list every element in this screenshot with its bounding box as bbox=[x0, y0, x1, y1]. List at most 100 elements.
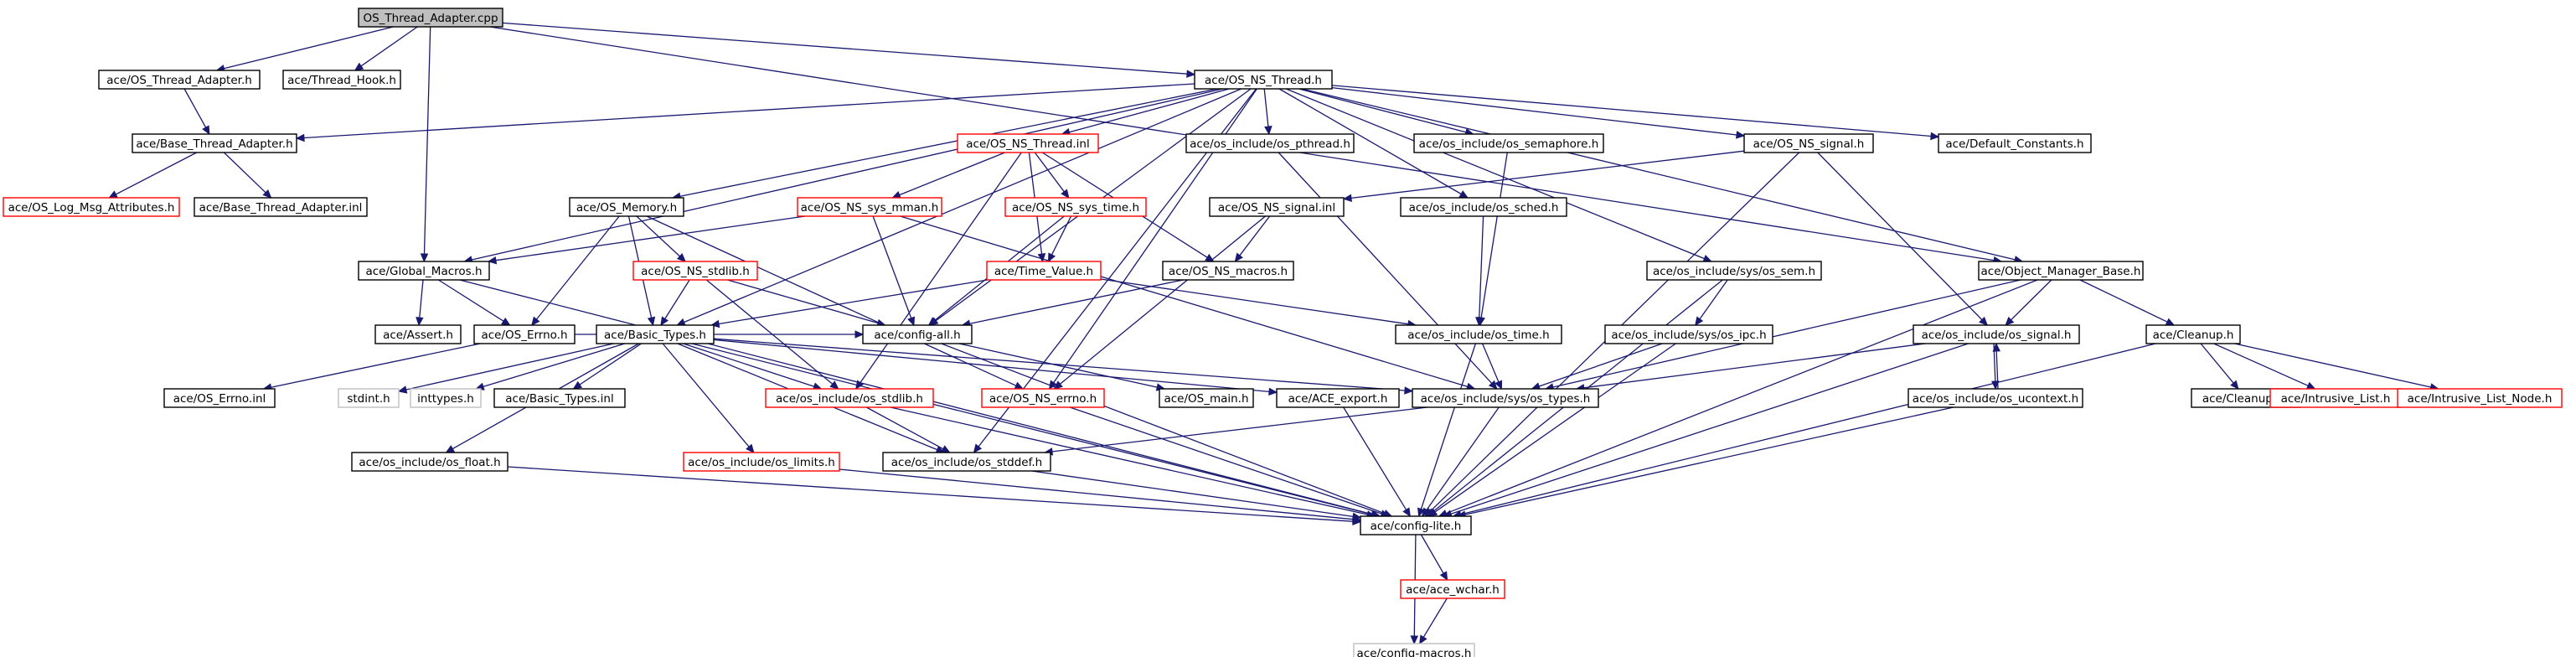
edge-line bbox=[1051, 406, 1427, 453]
node-box bbox=[957, 133, 1099, 153]
node-nsthread[interactable]: ace/OS_NS_Thread.h bbox=[1194, 70, 1333, 90]
edge-nsthread-to-syssem bbox=[1285, 88, 1713, 262]
edge-line bbox=[1278, 88, 1462, 195]
edge-line bbox=[1480, 152, 1508, 318]
node-root[interactable]: OS_Thread_Adapter.cpp bbox=[358, 8, 503, 28]
node-acewchar[interactable]: ace/ace_wchar.h bbox=[1400, 579, 1505, 599]
node-label: ace/OS_NS_macros.h bbox=[1169, 265, 1288, 278]
node-semaphore[interactable]: ace/os_include/os_semaphore.h bbox=[1413, 133, 1604, 153]
node-nsstdlib[interactable]: ace/OS_NS_stdlib.h bbox=[632, 261, 758, 281]
node-box bbox=[1413, 133, 1604, 153]
node-label: ace/Assert.h bbox=[383, 328, 453, 342]
edge-line bbox=[1034, 152, 1065, 193]
node-nssignalinl[interactable]: ace/OS_NS_signal.inl bbox=[1209, 197, 1345, 217]
edge-arrowhead bbox=[676, 318, 686, 326]
node-stdint[interactable]: stdint.h bbox=[338, 388, 400, 408]
edge-arrowhead bbox=[1205, 253, 1215, 262]
node-osstddef[interactable]: ace/os_include/os_stddef.h bbox=[882, 452, 1051, 472]
edge-line bbox=[865, 406, 944, 450]
node-globalmacros[interactable]: ace/Global_Macros.h bbox=[358, 261, 490, 281]
node-assert[interactable]: ace/Assert.h bbox=[374, 324, 462, 344]
node-box bbox=[358, 261, 490, 281]
node-objmgr[interactable]: ace/Object_Manager_Base.h bbox=[1978, 261, 2144, 281]
edge-acewchar-to-configmacros bbox=[1419, 598, 1448, 645]
node-label: ace/config-lite.h bbox=[1371, 520, 1462, 533]
edge-line bbox=[1583, 343, 1926, 389]
edge-osta-to-bta bbox=[183, 88, 210, 136]
node-osmemory[interactable]: ace/OS_Memory.h bbox=[569, 197, 684, 217]
edge-arrowhead bbox=[854, 330, 865, 339]
node-nssysmman[interactable]: ace/OS_NS_sys_mman.h bbox=[797, 197, 942, 217]
node-configlite[interactable]: ace/config-lite.h bbox=[1360, 515, 1472, 535]
node-syssem[interactable]: ace/os_include/sys/os_sem.h bbox=[1646, 261, 1822, 281]
node-osfloat[interactable]: ace/os_include/os_float.h bbox=[351, 452, 508, 472]
edge-nssysmman-to-systypes bbox=[900, 215, 1476, 391]
node-bta[interactable]: ace/Base_Thread_Adapter.h bbox=[132, 133, 297, 153]
node-configall[interactable]: ace/config-all.h bbox=[862, 324, 973, 344]
edge-arrowhead bbox=[1402, 507, 1411, 518]
node-logmsg[interactable]: ace/OS_Log_Msg_Attributes.h bbox=[3, 197, 180, 217]
node-label: ace/config-all.h bbox=[874, 328, 960, 342]
node-aceexport[interactable]: ace/ACE_export.h bbox=[1276, 388, 1400, 408]
edge-line bbox=[116, 152, 197, 195]
node-btainl[interactable]: ace/Base_Thread_Adapter.inl bbox=[194, 197, 368, 217]
edge-line bbox=[1278, 152, 1493, 384]
node-box bbox=[1646, 261, 1822, 281]
node-nserrno[interactable]: ace/OS_NS_errno.h bbox=[981, 388, 1105, 408]
node-oserrnoinl[interactable]: ace/OS_Errno.inl bbox=[163, 388, 276, 408]
node-osta[interactable]: ace/OS_Thread_Adapter.h bbox=[98, 70, 261, 90]
edge-line bbox=[713, 339, 1270, 393]
edge-cleanup-to-intrusivelist bbox=[2213, 343, 2316, 390]
node-thook[interactable]: ace/Thread_Hook.h bbox=[282, 70, 401, 90]
node-sysipc[interactable]: ace/os_include/sys/os_ipc.h bbox=[1604, 324, 1773, 344]
node-label: ace/ACE_export.h bbox=[1288, 392, 1388, 406]
edge-line bbox=[839, 468, 1354, 520]
edge-line bbox=[1285, 88, 1705, 260]
node-systypes[interactable]: ace/os_include/sys/os_types.h bbox=[1412, 388, 1599, 408]
node-ucontext[interactable]: ace/os_include/os_ucontext.h bbox=[1907, 388, 2083, 408]
node-nssignal[interactable]: ace/OS_NS_signal.h bbox=[1743, 133, 1874, 153]
edge-line bbox=[713, 338, 1406, 391]
edge-line bbox=[705, 279, 834, 385]
node-box bbox=[132, 133, 297, 153]
node-oserrno[interactable]: ace/OS_Errno.h bbox=[473, 324, 576, 344]
node-configmacros[interactable]: ace/config-macros.h bbox=[1353, 643, 1475, 657]
node-nsmacros[interactable]: ace/OS_NS_macros.h bbox=[1162, 261, 1294, 281]
edge-line bbox=[495, 215, 806, 261]
node-nsthreadinl[interactable]: ace/OS_NS_Thread.inl bbox=[957, 133, 1099, 153]
edge-osmemory-to-nsstdlib bbox=[636, 215, 687, 262]
edge-oserrno-to-oserrnoinl bbox=[262, 343, 481, 391]
node-pthread[interactable]: ace/os_include/os_pthread.h bbox=[1185, 133, 1355, 153]
node-box bbox=[1004, 197, 1147, 217]
node-timevalue[interactable]: ace/Time_Value.h bbox=[986, 261, 1102, 281]
node-basictypesinl[interactable]: ace/Basic_Types.inl bbox=[493, 388, 626, 408]
edge-arrowhead bbox=[891, 190, 901, 199]
edge-line bbox=[1552, 279, 2021, 388]
edge-arrowhead bbox=[647, 316, 656, 327]
node-sched[interactable]: ace/os_include/os_sched.h bbox=[1400, 197, 1567, 217]
node-ostime[interactable]: ace/os_include/os_time.h bbox=[1395, 324, 1562, 344]
edge-ucontext-to-configlite bbox=[1456, 406, 1954, 519]
node-label: ace/OS_NS_sys_mman.h bbox=[801, 201, 939, 215]
edge-arrowhead bbox=[1417, 507, 1426, 518]
edge-line bbox=[438, 279, 504, 322]
edge-line bbox=[579, 343, 642, 385]
node-cleanup[interactable]: ace/Cleanup.h bbox=[2145, 324, 2241, 344]
node-box bbox=[1162, 261, 1294, 281]
node-label: ace/os_include/os_signal.h bbox=[1922, 328, 2072, 342]
node-intrusivelist[interactable]: ace/Intrusive_List.h bbox=[2269, 388, 2402, 408]
node-box bbox=[596, 324, 715, 344]
node-intrusivenode[interactable]: ace/Intrusive_List_Node.h bbox=[2397, 388, 2563, 408]
node-defconst[interactable]: ace/Default_Constants.h bbox=[1938, 133, 2092, 153]
edge-ostime-to-configlite bbox=[1417, 343, 1477, 518]
node-nssystime[interactable]: ace/OS_NS_sys_time.h bbox=[1004, 197, 1147, 217]
edge-root-to-nsthread bbox=[502, 22, 1196, 78]
edge-nssysmman-to-globalmacros bbox=[487, 215, 806, 265]
node-osmain[interactable]: ace/OS_main.h bbox=[1159, 388, 1254, 408]
node-oslimits[interactable]: ace/os_include/os_limits.h bbox=[683, 452, 840, 472]
node-inttypes[interactable]: inttypes.h bbox=[410, 388, 482, 408]
edge-oslimits-to-configlite bbox=[839, 468, 1362, 524]
node-basictypes[interactable]: ace/Basic_Types.h bbox=[596, 324, 715, 344]
node-osstdlib[interactable]: ace/os_include/os_stdlib.h bbox=[765, 388, 934, 408]
node-ossignal[interactable]: ace/os_include/os_signal.h bbox=[1913, 324, 2080, 344]
